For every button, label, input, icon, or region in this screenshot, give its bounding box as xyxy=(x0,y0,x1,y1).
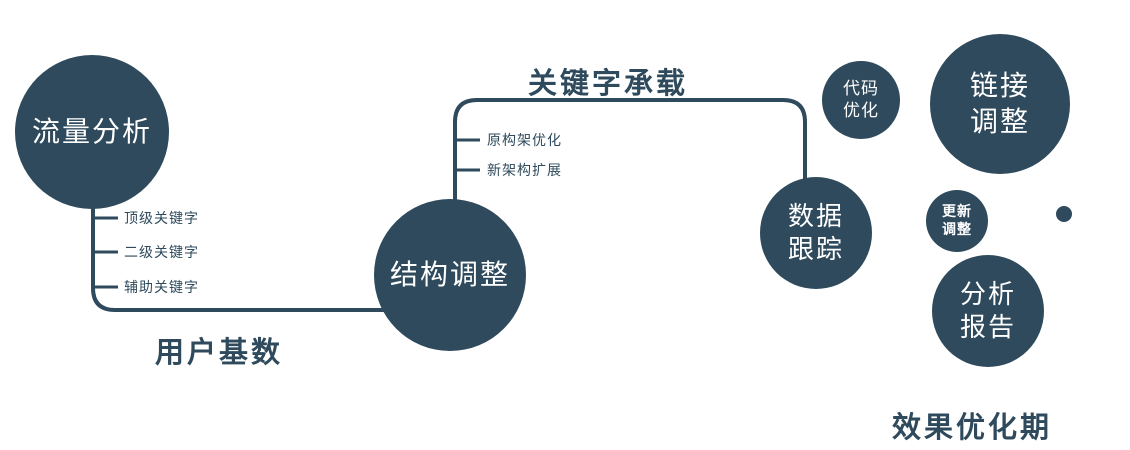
node-small-dot xyxy=(1056,206,1072,222)
node-analysis-report-line2: 报告 xyxy=(959,312,1016,342)
node-update-adjustment: 更新 调整 xyxy=(926,190,988,252)
branch-label-original-architecture: 原构架优化 xyxy=(487,132,562,148)
flow-path-structure-to-tracking xyxy=(453,98,807,215)
edge-label-effect-optimization-period: 效果优化期 xyxy=(892,412,1053,444)
node-traffic-analysis-label: 流量分析 xyxy=(31,116,152,148)
branch-label-top-keyword: 顶级关键字 xyxy=(124,210,199,226)
branch-label-secondary-keyword: 二级关键字 xyxy=(124,244,199,260)
branch-label-auxiliary-keyword: 辅助关键字 xyxy=(124,279,199,295)
node-update-adjustment-line1: 更新 xyxy=(942,203,972,220)
branch-label-new-architecture: 新架构扩展 xyxy=(487,162,562,178)
edge-label-keyword-carrying: 关键字承载 xyxy=(528,68,689,100)
node-analysis-report: 分析 报告 xyxy=(932,255,1044,367)
node-structure-adjust: 结构调整 xyxy=(374,199,526,351)
edge-label-user-base: 用户基数 xyxy=(155,337,284,369)
node-data-tracking-line1: 数据 xyxy=(787,200,844,231)
node-code-optimization-line1: 代码 xyxy=(843,79,879,99)
node-code-optimization-line2: 优化 xyxy=(843,101,879,120)
node-link-adjustment-line1: 链接 xyxy=(969,70,1030,102)
node-data-tracking: 数据 跟踪 xyxy=(760,177,872,289)
node-data-tracking-line2: 跟踪 xyxy=(787,234,844,264)
node-update-adjustment-line2: 调整 xyxy=(942,221,972,237)
node-link-adjustment: 链接 调整 xyxy=(930,34,1070,174)
node-structure-adjust-label: 结构调整 xyxy=(389,259,510,291)
node-code-optimization: 代码 优化 xyxy=(822,61,900,139)
node-traffic-analysis: 流量分析 xyxy=(15,55,169,209)
node-analysis-report-line1: 分析 xyxy=(959,278,1016,309)
node-link-adjustment-line2: 调整 xyxy=(969,106,1030,137)
